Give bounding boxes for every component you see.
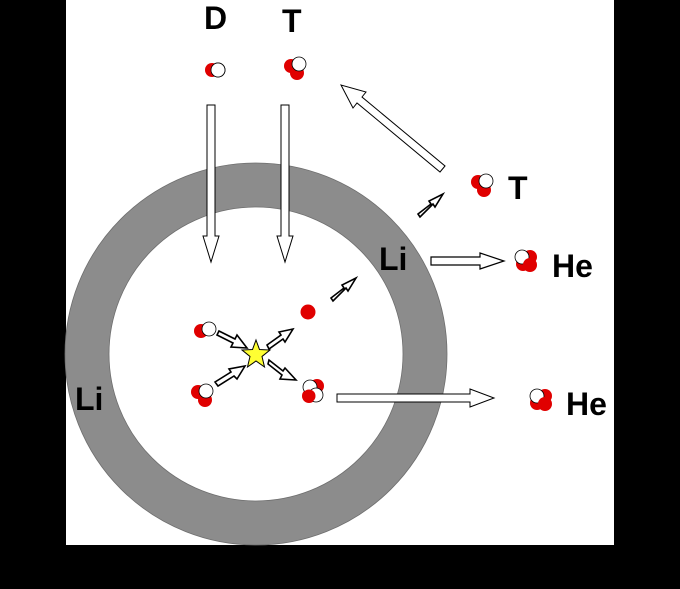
nucleus-icon-d-top: [205, 63, 225, 77]
nucleus-icon-he-lower: [530, 389, 552, 411]
label-lithium-blanket: Li: [379, 241, 407, 277]
nucleus-icon-he-upper: [515, 250, 537, 272]
label-lithium-left: Li: [75, 381, 103, 417]
label-helium-upper: He: [552, 248, 593, 284]
label-deuterium: D: [204, 0, 227, 36]
label-helium-lower: He: [566, 386, 607, 422]
label-tritium-top: T: [282, 3, 302, 39]
nucleus-icon-he-product: [302, 379, 324, 403]
label-tritium-out: T: [508, 170, 528, 206]
nucleus-icon-neutron: [301, 305, 316, 320]
